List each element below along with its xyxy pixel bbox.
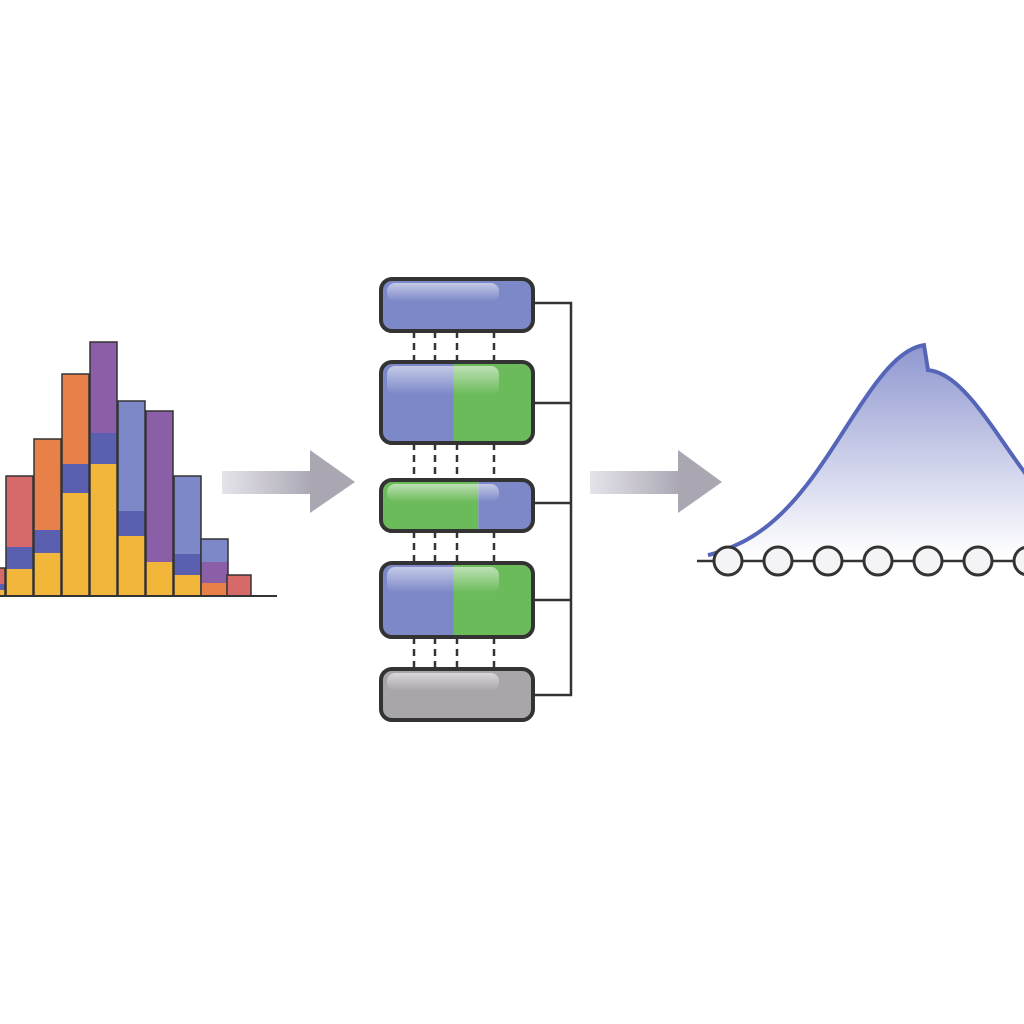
block-outline <box>379 478 535 533</box>
histogram-bar <box>5 475 34 597</box>
bar-segment <box>6 476 33 547</box>
node-circle <box>762 545 794 577</box>
bar-segment <box>34 530 61 553</box>
bar-segment <box>118 536 145 596</box>
model-block <box>379 360 535 445</box>
gloss-highlight <box>387 283 499 302</box>
arrow-right-icon <box>590 450 722 513</box>
block-outline <box>379 667 535 722</box>
histogram-bar <box>226 574 252 597</box>
arrow-right-icon <box>222 450 355 513</box>
bar-segment <box>62 464 89 493</box>
curve-area <box>708 345 1024 556</box>
node-circle <box>712 545 744 577</box>
bar-segment <box>227 575 251 596</box>
histogram-bar <box>89 341 118 597</box>
curve-line <box>707 342 1024 558</box>
model-block <box>379 667 535 722</box>
model-block <box>379 561 535 639</box>
bar-segment <box>0 590 5 596</box>
block-outline <box>379 561 535 639</box>
bar-segment <box>201 562 228 583</box>
histogram-chart <box>0 341 277 597</box>
bar-segment <box>0 584 5 590</box>
gloss-highlight <box>387 567 499 593</box>
histogram-bar <box>117 400 146 597</box>
bar-segment <box>174 554 201 575</box>
bar-segment <box>0 568 5 584</box>
bar-segment <box>174 476 201 554</box>
node-circle <box>812 545 844 577</box>
model-block <box>379 277 535 333</box>
bar-segment <box>201 583 228 596</box>
block-outline <box>379 277 535 333</box>
bar-segment <box>90 464 117 596</box>
bar-segment <box>146 511 173 562</box>
gloss-highlight <box>387 673 499 691</box>
histogram-bar <box>145 410 174 597</box>
distribution-curve <box>697 342 1024 577</box>
histogram-bar <box>33 438 62 597</box>
bar-segment <box>118 511 145 536</box>
gloss-highlight <box>387 484 499 502</box>
histogram-bar <box>61 373 90 597</box>
histogram-bar <box>173 475 202 597</box>
feedback-bus-line <box>533 301 573 697</box>
histogram-bar <box>200 538 229 597</box>
gloss-highlight <box>387 366 499 395</box>
histogram-bar <box>0 567 6 597</box>
bar-segment <box>174 575 201 596</box>
bar-segment <box>90 433 117 464</box>
bar-segment <box>62 493 89 596</box>
node-circle <box>912 545 944 577</box>
bar-segment <box>146 411 173 511</box>
bar-segment <box>6 547 33 569</box>
bar-segment <box>146 562 173 596</box>
model-block-stack <box>379 277 573 722</box>
bar-outline <box>0 567 6 597</box>
node-circle <box>862 545 894 577</box>
bar-segment <box>34 553 61 596</box>
node-circle <box>1012 546 1024 576</box>
bar-segment <box>118 401 145 511</box>
bar-segment <box>201 539 228 562</box>
bar-segment <box>62 374 89 464</box>
bar-segment <box>34 439 61 530</box>
node-circle <box>962 545 994 577</box>
block-outline <box>379 360 535 445</box>
bar-segment <box>6 569 33 596</box>
bar-segment <box>90 342 117 433</box>
model-block <box>379 478 535 533</box>
